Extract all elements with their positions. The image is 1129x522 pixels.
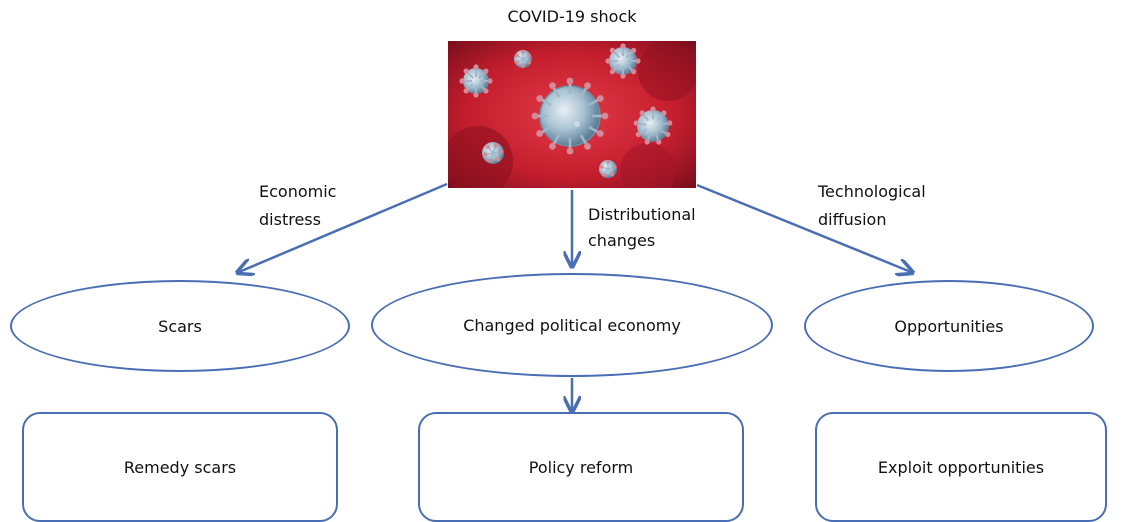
channel-right-line1: Technological (818, 182, 926, 201)
action-exploit-opportunities-label: Exploit opportunities (877, 457, 1045, 477)
arrow-to-scars (239, 182, 448, 272)
diagram-title: COVID-19 shock (507, 7, 637, 26)
action-policy-reform: Policy reform (418, 412, 744, 522)
action-remedy-scars: Remedy scars (22, 412, 338, 522)
action-exploit-opportunities: Exploit opportunities (815, 412, 1107, 522)
channel-middle-line1: Distributional (588, 205, 696, 224)
channel-middle-line2: changes (588, 231, 656, 250)
outcome-opportunities: Opportunities (804, 280, 1094, 372)
coronavirus-image (448, 41, 696, 188)
channel-left-line2: distress (259, 210, 321, 229)
outcome-political-economy-label: Changed political economy (463, 315, 681, 335)
outcome-changed-political-economy: Changed political economy (371, 273, 773, 377)
channel-left-line1: Economic (259, 182, 337, 201)
action-policy-reform-label: Policy reform (528, 457, 634, 477)
outcome-scars-label: Scars (158, 316, 202, 336)
arrow-to-opportunities (696, 183, 911, 272)
channel-right-line2: diffusion (818, 210, 887, 229)
outcome-scars: Scars (10, 280, 350, 372)
connector-arrows (0, 182, 1129, 507)
outcome-opportunities-label: Opportunities (894, 316, 1004, 336)
action-remedy-scars-label: Remedy scars (123, 457, 237, 477)
